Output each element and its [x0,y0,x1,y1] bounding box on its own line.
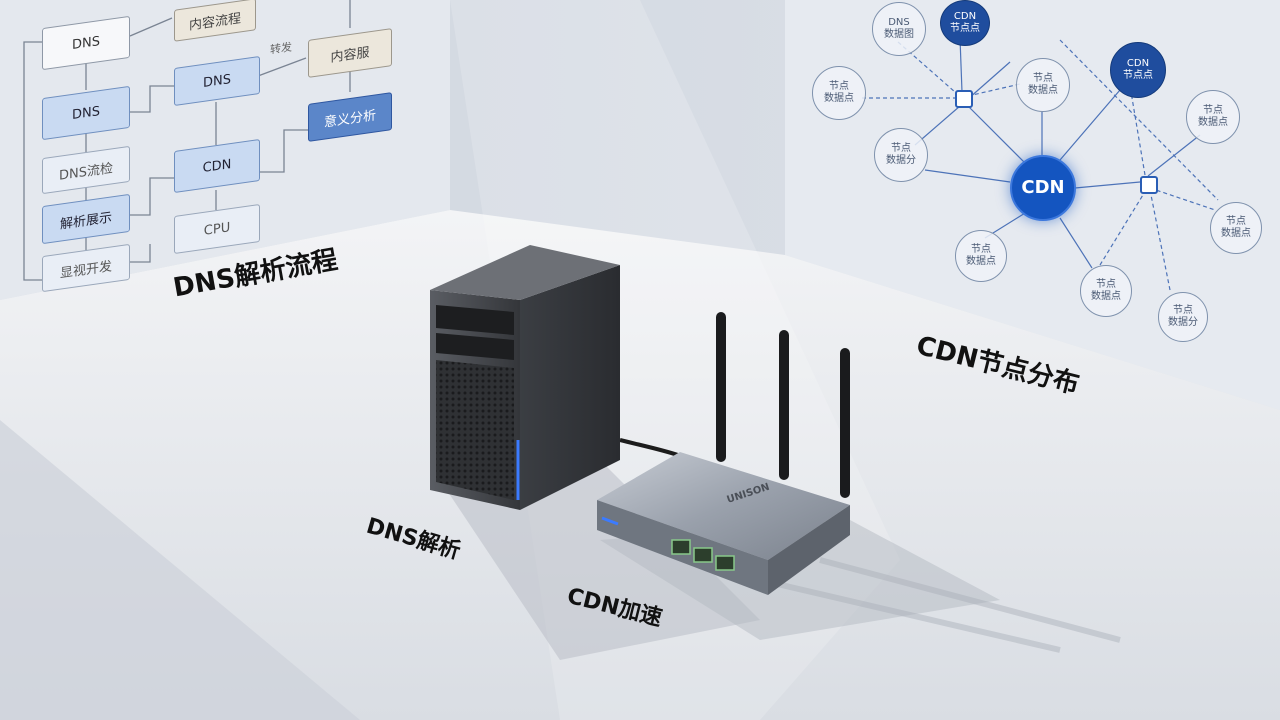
cdn-node-bottom: 节点 数据点 [1080,265,1132,317]
cdn-node-sub: 数据点 [1221,228,1251,239]
cdn-node-title: 节点 [971,244,991,255]
cdn-node-title: 节点 [829,81,849,92]
cdn-node-top-right: CDN 节点点 [1110,42,1166,98]
cdn-center-label: CDN [1021,177,1065,198]
cdn-node-title: 节点 [1096,279,1116,290]
cdn-node-sub: 数据分 [1168,317,1198,328]
cdn-node-sub: 节点点 [1123,70,1153,81]
cdn-node-title: CDN [953,11,977,22]
cdn-node-title: DNS [888,17,910,28]
cdn-node-sub: 节点点 [950,23,980,34]
server-tower [430,245,620,510]
cdn-node-mid: 节点 数据点 [1016,58,1070,112]
cdn-node-bottom-right: 节点 数据分 [1158,292,1208,342]
cdn-node-bottom-left: 节点 数据点 [955,230,1007,282]
cdn-node-left: 节点 数据点 [812,66,866,120]
cdn-node-title: 节点 [1033,73,1053,84]
cdn-hub-node [1140,176,1158,194]
cdn-node-sub: 数据点 [1028,85,1058,96]
cdn-center-node: CDN [1010,155,1076,221]
cdn-node-title: 节点 [891,143,911,154]
cdn-node-sub: 数据分 [886,155,916,166]
cdn-node-title: 节点 [1203,105,1223,116]
cdn-node-sub: 数据点 [824,93,854,104]
cdn-node-sub: 数据点 [1198,117,1228,128]
router [597,312,850,595]
cdn-node-right-mid: 节点 数据点 [1210,202,1262,254]
cdn-node-title: 节点 [1173,305,1193,316]
cdn-node-sub: 数据图 [884,29,914,40]
cdn-node-top: CDN 节点点 [940,0,990,46]
cdn-connectors [862,37,1219,291]
cdn-node-sub: 数据点 [966,256,996,267]
flow-edge-label: 转发 [270,40,292,57]
cdn-node-title: 节点 [1226,216,1246,227]
cdn-node-left-mid: 节点 数据分 [874,128,928,182]
cdn-node-dns: DNS 数据图 [872,2,926,56]
flowchart-connectors [23,0,351,281]
cdn-node-sub: 数据点 [1091,291,1121,302]
cdn-hub-node [955,90,973,108]
cdn-node-title: CDN [1126,58,1150,69]
cdn-node-right-top: 节点 数据点 [1186,90,1240,144]
